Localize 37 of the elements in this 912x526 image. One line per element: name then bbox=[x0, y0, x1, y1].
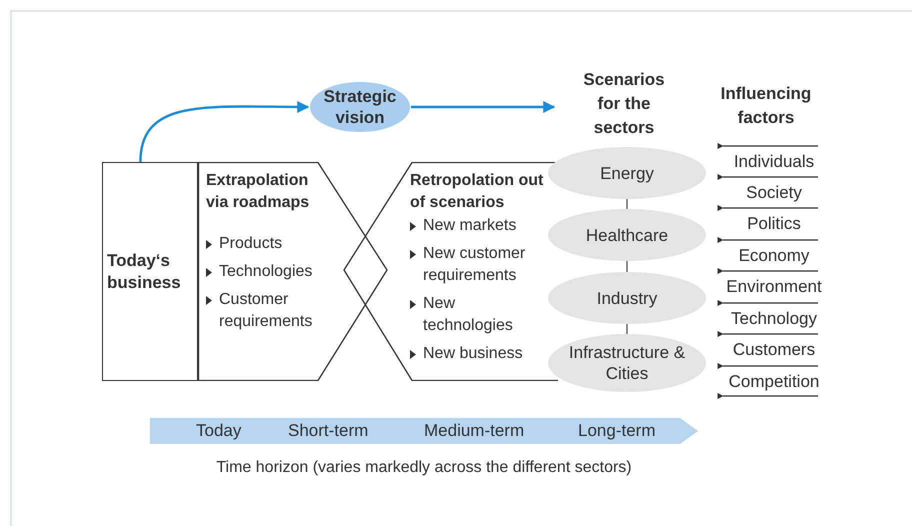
connector-line bbox=[626, 324, 628, 334]
connector-line bbox=[626, 199, 628, 209]
vision-ellipse: Strategic vision bbox=[310, 82, 410, 132]
timeline-label: Long-term bbox=[578, 420, 656, 442]
timeline-label: Medium-term bbox=[424, 420, 524, 442]
connector-line bbox=[626, 261, 628, 272]
extrapolation-panel bbox=[198, 162, 388, 381]
list-item-text: New business bbox=[423, 344, 523, 364]
list-item-text: Products bbox=[219, 234, 282, 254]
list-item-text: New markets bbox=[423, 216, 516, 236]
arrow bbox=[411, 101, 556, 113]
factor-label: Politics bbox=[746, 213, 802, 235]
sector-ellipse: Energy bbox=[548, 147, 706, 199]
arrow bbox=[139, 100, 310, 162]
factor-label: Economy bbox=[738, 245, 810, 267]
caption: Time horizon (varies markedly across the different sectors) bbox=[215, 458, 633, 478]
factor-label: Technology bbox=[730, 308, 818, 330]
sector-ellipse: Infrastructure & Cities bbox=[548, 334, 706, 392]
list-item-text: New customer requirements bbox=[423, 244, 526, 286]
panel-heading: Retropolation out of scenarios bbox=[410, 171, 544, 213]
sector-ellipse: Industry bbox=[548, 272, 706, 324]
factor-label: Customers bbox=[732, 339, 816, 361]
timeline-label: Short-term bbox=[288, 420, 368, 442]
process-box: Today‘s business bbox=[102, 162, 198, 381]
list-item-text: New technologies bbox=[423, 294, 514, 336]
panel-heading: Extrapolation via roadmaps bbox=[206, 171, 310, 213]
factor-label: Society bbox=[745, 182, 803, 204]
factor-label: Competition bbox=[728, 371, 820, 393]
column-heading: Scenarios for the sectors bbox=[556, 68, 692, 140]
retropolation-panel bbox=[343, 162, 558, 381]
factor-label: Individuals bbox=[732, 151, 816, 173]
timeline-label: Today bbox=[196, 420, 242, 442]
list-item-text: Technologies bbox=[219, 262, 312, 282]
sector-ellipse: Healthcare bbox=[548, 209, 706, 261]
factor-label: Environment bbox=[725, 276, 823, 298]
list-item-text: Customer requirements bbox=[219, 290, 314, 332]
column-heading: Influencing factors bbox=[720, 83, 812, 129]
